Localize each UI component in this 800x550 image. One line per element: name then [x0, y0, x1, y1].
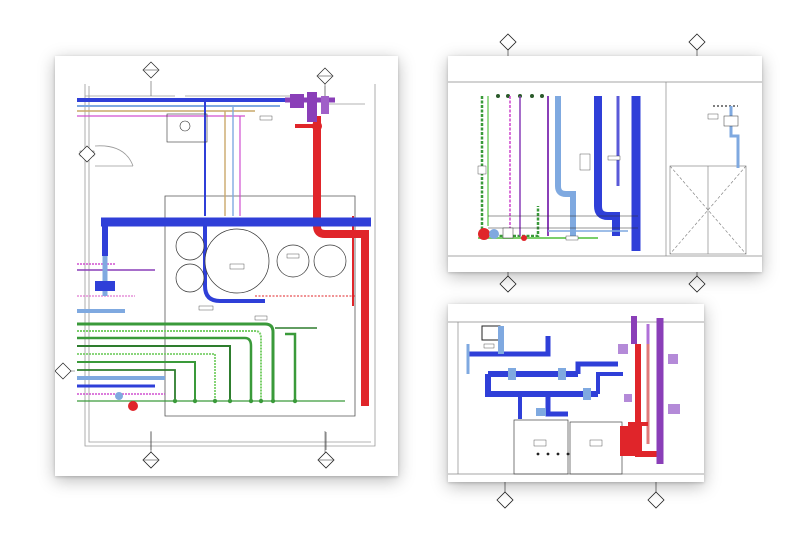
elevation-drawing-lower — [448, 316, 704, 475]
elev2-red-risers — [620, 344, 658, 457]
blue-supply-main — [101, 217, 371, 303]
tank-equipment — [175, 228, 347, 294]
elevation-drawing-upper — [448, 81, 762, 257]
elev1-top-fittings — [496, 94, 544, 98]
section-marker-top-left — [142, 61, 160, 79]
elev1-bottom-marker-right — [688, 268, 706, 293]
building-walls — [84, 84, 376, 447]
lower-left-pipes — [77, 376, 165, 411]
elev1-lightblue-riser — [555, 96, 576, 236]
elev1-pumps — [478, 227, 527, 241]
plan-drawing — [55, 61, 376, 456]
elev2-bottom-marker-left — [496, 478, 514, 509]
elev2-frame — [448, 321, 704, 475]
elev2-lightblue-accents — [498, 326, 591, 416]
section-marker-left — [55, 362, 72, 380]
section-marker-top-right — [316, 67, 334, 85]
top-pipe-bundle — [77, 97, 335, 216]
elev1-frame — [448, 81, 762, 257]
elev1-right-fixture — [713, 105, 740, 168]
elevation-sheet-lower — [448, 304, 704, 482]
elev1-tags — [477, 113, 719, 241]
valve-markers — [172, 398, 298, 404]
plan-bottom-marker-left — [142, 432, 160, 469]
left-branches — [77, 256, 155, 313]
elevation-sheet-upper — [448, 56, 762, 272]
green-pipe-bundle — [77, 322, 345, 402]
elev2-purple-risers — [631, 316, 664, 464]
elev1-bottom-marker-left — [499, 268, 517, 293]
plan-bottom-marker-right — [317, 432, 335, 469]
elev2-panel — [481, 325, 501, 341]
elev2-tags — [483, 343, 603, 447]
elev2-bottom-marker-right — [647, 478, 665, 509]
plan-sheet — [55, 56, 398, 476]
elev2-valves — [536, 452, 570, 456]
elev1-blue-riser-1 — [594, 96, 620, 236]
purple-riser — [290, 92, 329, 122]
elev2-blue-network — [466, 336, 623, 419]
section-marker-side — [78, 145, 96, 163]
elev2-purple-fittings — [618, 344, 680, 414]
